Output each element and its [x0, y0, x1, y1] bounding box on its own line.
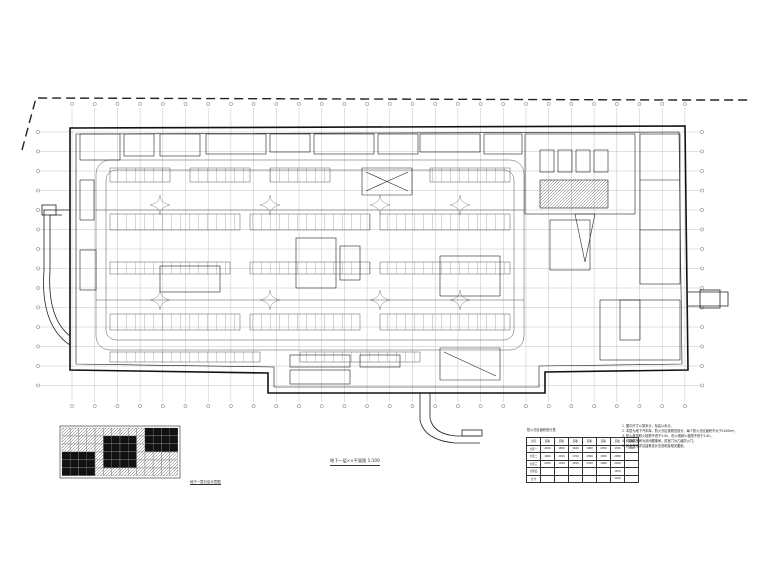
table-cell — [540, 467, 555, 476]
table-cell: 1700 — [568, 452, 583, 461]
table-row: 分区面积面积面积面积面积面积面积 — [526, 437, 639, 446]
table-cell — [554, 474, 569, 483]
table-cell: 分区 — [526, 437, 541, 446]
mechanical-area — [524, 133, 681, 361]
structure-markers — [149, 194, 471, 311]
table-cell — [568, 474, 583, 483]
table-cell: 2030 — [610, 459, 625, 468]
key-plan-title: 地下一层分区示意图 — [190, 480, 221, 485]
area-table-title: 防火分区面积统计表 — [527, 428, 556, 432]
table-cell: 1620 — [568, 444, 583, 453]
table-cell: 面积 — [596, 437, 611, 446]
table-cell: 2100 — [540, 444, 555, 453]
table-cell: 面积 — [554, 437, 569, 446]
note-line: 3. 防火卷帘耐火极限不低于3.0h，防火墙耐火极限不低于3.0h。 — [622, 434, 714, 438]
table-cell — [554, 467, 569, 476]
bottom-vehicle-ramp — [419, 393, 483, 444]
table-cell: 1930 — [554, 459, 569, 468]
note-line: 2. 本层为地下汽车库，防火分区按规范划分，每个防火分区面积不大于2000m²。 — [622, 429, 738, 433]
table-cell — [596, 474, 611, 483]
site-boundary-line — [21, 97, 750, 151]
table-row: 分区四 1870 — [526, 467, 639, 476]
table-row: 合计 1920 — [526, 474, 639, 483]
table-cell — [582, 474, 597, 483]
table-cell: 1980 — [582, 444, 597, 453]
table-cell: 2080 — [610, 452, 625, 461]
table-cell — [596, 467, 611, 476]
table-cell: 1890 — [582, 452, 597, 461]
key-plan — [59, 425, 181, 479]
table-cell: 分区三 — [526, 459, 541, 468]
table-cell: 1760 — [582, 459, 597, 468]
table-cell: 1870 — [610, 467, 625, 476]
design-notes: 1. 图中尺寸以毫米计，标高以米计。2. 本层为地下汽车库，防火分区按规范划分，… — [622, 424, 752, 449]
table-cell — [568, 467, 583, 476]
table-cell — [624, 467, 639, 476]
table-cell — [582, 467, 597, 476]
table-cell: 1850 — [554, 444, 569, 453]
table-cell: 分区一 — [526, 444, 541, 453]
table-cell: 1920 — [610, 474, 625, 483]
table-cell: 面积 — [582, 437, 597, 446]
table-cell: 1950 — [596, 452, 611, 461]
table-cell — [540, 474, 555, 483]
note-line: 1. 图中尺寸以毫米计，标高以米计。 — [622, 424, 674, 428]
table-cell — [624, 452, 639, 461]
drawing-title: 地下一层××平面图 1:100 — [330, 458, 380, 466]
note-line: 5. 其余做法详见建筑设计总说明及相关图纸。 — [622, 444, 687, 448]
table-cell: 面积 — [540, 437, 555, 446]
grid-axis-bubbles — [36, 102, 704, 408]
table-cell: 2010 — [554, 452, 569, 461]
table-cell — [624, 474, 639, 483]
left-vehicle-ramp — [41, 204, 71, 346]
table-cell: 2050 — [540, 459, 555, 468]
table-cell: 2050 — [596, 444, 611, 453]
parking-stalls — [109, 167, 511, 363]
table-cell: 合计 — [526, 474, 541, 483]
center-ramp-stair — [361, 167, 501, 381]
table-cell — [624, 459, 639, 468]
table-cell: 面积 — [568, 437, 583, 446]
note-line: 4. 疏散楼梯间为封闭楼梯间，前室门为乙级防火门。 — [622, 439, 697, 443]
table-cell: 1810 — [568, 459, 583, 468]
right-vehicle-ramp — [688, 289, 729, 309]
table-cell: 分区二 — [526, 452, 541, 461]
table-cell: 分区四 — [526, 467, 541, 476]
rooms-and-cores — [79, 133, 641, 385]
table-cell: 1900 — [540, 452, 555, 461]
table-cell: 1990 — [596, 459, 611, 468]
